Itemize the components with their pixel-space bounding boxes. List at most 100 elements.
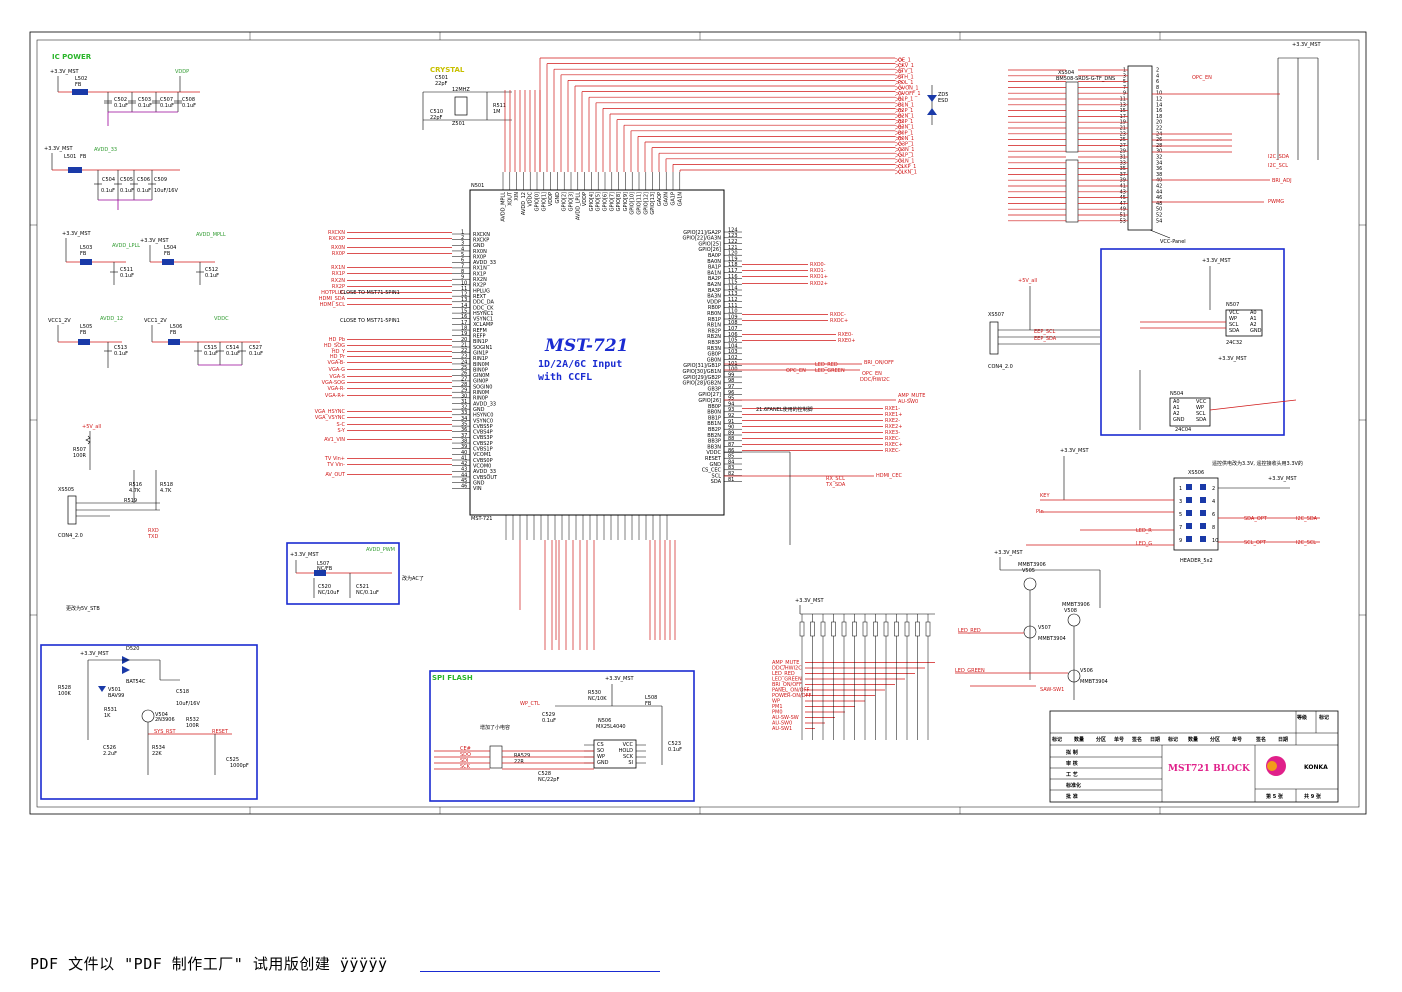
net-label: +3.3V_MST (1060, 448, 1090, 454)
resistor-icon (904, 621, 910, 637)
pin-name: RX0N (473, 249, 487, 255)
diode-icon (122, 666, 130, 674)
value-label: 22pF (430, 115, 443, 121)
pin-number: 12 (461, 292, 467, 298)
pin-name: VCC (1229, 310, 1240, 316)
pin-name: BA0P (708, 253, 721, 259)
crystal-title: CRYSTAL (430, 66, 465, 74)
panel-connector-body (1127, 65, 1153, 231)
ferrite-bead-icon (314, 570, 326, 576)
value-label: 100K (58, 691, 72, 697)
pin-name: VSYNC1 (473, 317, 493, 323)
pin-number: 87 (728, 442, 734, 448)
off-sheet-arrow-icon (894, 91, 904, 96)
value-label: FB (80, 251, 87, 257)
pin-number: 47 (1120, 201, 1126, 207)
pin-number: 40 (1156, 178, 1162, 184)
pdf-footer: PDF 文件以 "PDF 制作工厂" 试用版创建 ÿÿÿÿÿ (30, 955, 388, 973)
ref-label: V508 (1064, 608, 1077, 614)
pin-number: 105 (728, 338, 738, 344)
ref-label: C501 (435, 75, 448, 81)
signal-label: B3N_1 (898, 125, 914, 131)
net-label: LED_G (1136, 541, 1152, 547)
off-sheet-arrow-icon (894, 63, 904, 68)
signal-label: RX1N (331, 265, 345, 271)
signal-label: PM1 (772, 704, 783, 710)
net-label: +3.3V_MST (50, 69, 80, 75)
net-label: PWMG (1268, 199, 1284, 205)
pin-name: AVDD_12 (521, 192, 527, 215)
value-label: 0.1uF (542, 718, 556, 724)
header-cell: 标记 (1167, 736, 1178, 743)
pin-name: SDA (1196, 417, 1207, 423)
pin-name: DDC_CK (473, 305, 494, 311)
off-sheet-arrow-icon (894, 68, 904, 74)
pin-name: GND (473, 407, 485, 413)
signal-label: SDI (460, 758, 469, 764)
signal-label: AU-SW0 (772, 721, 792, 727)
signal-label: RXE1- (885, 406, 900, 412)
value-label: MMBT3904 (1080, 679, 1108, 685)
pin-name: RB3N (707, 346, 721, 352)
ref-label: C508 (182, 97, 195, 103)
pin-name: RIN0M (473, 390, 489, 396)
net-label: +3.3V_MST (795, 598, 825, 604)
title-block: 标记数量分区单号签名日期标记数量分区单号签名日期 拟 制审 核工 艺标准化批 准… (1049, 710, 1339, 803)
signal-label: S-Y (338, 428, 346, 434)
signal-label: B0N_1 (898, 136, 914, 142)
net-label: AVDD_12 (100, 316, 123, 322)
pin-name: GIN0M (473, 373, 490, 379)
chip-ref-top: N501 (471, 183, 484, 189)
pin-number: 44 (461, 472, 467, 478)
signal-label: VGA-SOG (322, 380, 346, 386)
spi-flash-circuit: +3.3V_MST R530 NC/10K L508 FB WP_CTL C52… (434, 676, 682, 783)
pin-name: RB3P (708, 340, 721, 346)
pin-number: 104 (728, 343, 738, 349)
net-label: PIn (1036, 509, 1044, 515)
ref-label: L506 (170, 324, 182, 330)
signal-label: RXOC+ (830, 318, 848, 324)
off-sheet-arrow-icon (894, 169, 904, 175)
pin-name: GA1N (677, 192, 683, 206)
pin-number: 19 (461, 331, 467, 337)
pin-number: 3 (461, 241, 464, 247)
pin-name: RB1N (707, 323, 721, 329)
pin-name: XOUT (507, 191, 513, 206)
ferrite-bead-icon (68, 167, 82, 173)
transistor-icon (141, 709, 155, 723)
pin-number: 46 (1156, 195, 1162, 201)
pin-name: AVDD_33 (473, 469, 496, 475)
pin-name: GB0P (707, 352, 721, 358)
value-label: FB (80, 330, 87, 336)
value-label: 4.7K (160, 488, 172, 494)
chip-name: MST-721 (544, 336, 628, 356)
pin-name: XCLAMP (473, 322, 493, 328)
net-label: OPC_EN (786, 368, 806, 374)
pin-name: A1 (1173, 405, 1180, 411)
ref-label: L504 (164, 245, 176, 251)
resistor-icon (915, 621, 920, 637)
ref-label: C504 (102, 177, 115, 183)
pin-number: 53 (1120, 218, 1126, 224)
resistor-icon (799, 621, 805, 637)
pin-number: 42 (1156, 184, 1162, 190)
net-label: VCC-Panel (1160, 239, 1186, 245)
pin-name: GPIO[28]/GB2N (683, 381, 722, 387)
ferrite-bead-icon (168, 339, 180, 345)
signal-label: VGA-R+ (325, 393, 345, 399)
ref-label: V507 (1038, 625, 1051, 631)
signal-label: RXO1+ (810, 274, 828, 280)
spi-flash-box (429, 670, 695, 802)
net-label: I2C_SDA (1296, 516, 1318, 522)
pin-number: 96 (728, 390, 734, 396)
net-label: +3.3V_MST (290, 552, 320, 558)
off-sheet-arrow-icon (894, 152, 904, 158)
pin-name: HSYNC1 (473, 311, 493, 317)
pin-name: GAOP (657, 192, 663, 206)
pin-name: VCC (623, 742, 634, 748)
signal-label: RXOC- (830, 312, 846, 318)
pin-number: 25 (461, 365, 467, 371)
